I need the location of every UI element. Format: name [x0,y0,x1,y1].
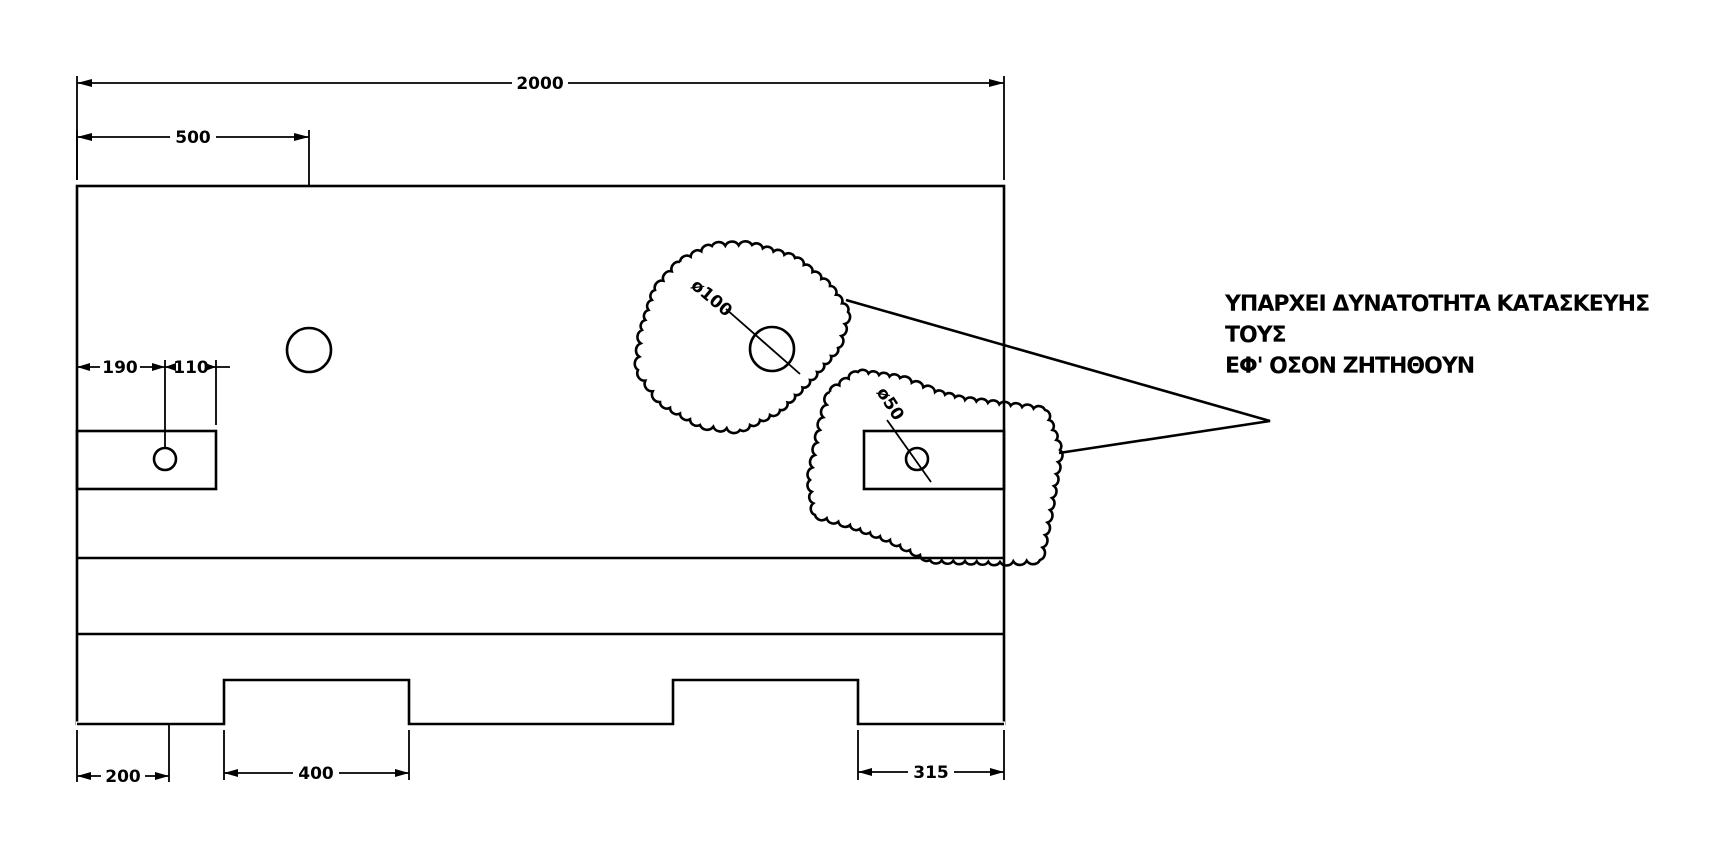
right-slot [862,429,1006,491]
dim-190-label: 190 [102,358,138,378]
note-text-block: ΥΠΑΡΧΕΙ ΔΥΝΑΤΟΤΗΤΑ ΚΑΤΑΣΚΕΥΗΣ ΤΟΥΣ ΕΦ' Ο… [1224,292,1650,379]
note-line-3: ΕΦ' ΟΣΟΝ ΖΗΤΗΘΟΥΝ [1225,354,1474,379]
dimension-bottom-right: 315 [857,730,1005,783]
dim-2000-label: 2000 [516,74,563,94]
diameter-callout-large: ø100 [687,276,801,375]
note-line-2: ΤΟΥΣ [1225,323,1286,348]
dimension-top-offset: 500 [76,128,310,186]
note-leader [845,298,1271,455]
revision-cloud-small [806,368,1064,567]
dim-315-label: 315 [913,763,949,783]
features [75,325,1006,491]
large-optional-hole [748,325,796,373]
dimension-bottom-notch: 400 [223,730,410,784]
notch-profile [77,678,1004,726]
revision-cloud-large [633,240,852,435]
left-slot [75,429,218,491]
dimension-overall-width: 2000 [76,74,1005,180]
dim-400-label: 400 [298,764,334,784]
left-slot-hole [152,446,178,472]
dia-50-label: ø50 [872,384,908,425]
dia-100-label: ø100 [687,276,736,322]
note-line-1: ΥΠΑΡΧΕΙ ΔΥΝΑΤΟΤΗΤΑ ΚΑΤΑΣΚΕΥΗΣ [1224,292,1649,317]
center-hole [285,326,333,374]
bottom-profile [76,678,1005,727]
dimension-left-offsets: 190 110 [76,358,230,448]
dim-200-label: 200 [105,767,141,787]
dim-500-label: 500 [175,128,211,148]
right-slot-hole [904,446,930,472]
dim-110-label: 110 [173,358,209,378]
dimension-bottom-left: 200 [76,724,170,787]
